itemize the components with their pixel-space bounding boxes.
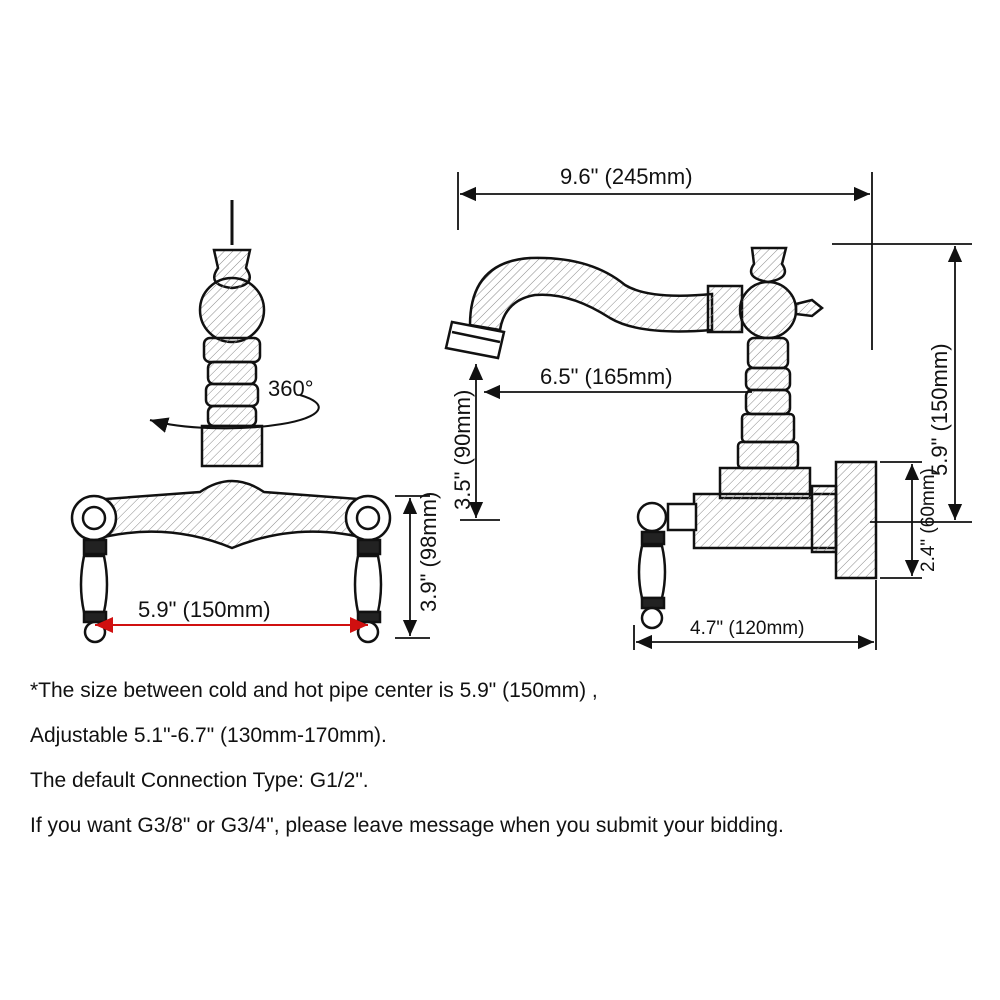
note-center-distance: *The size between cold and hot pipe cent… (30, 679, 598, 702)
handle-height-label: 3.9" (98mm) (416, 492, 441, 612)
note-custom-connection: If you want G3/8" or G3/4", please leave… (30, 814, 784, 837)
inlet-height-dimension (880, 461, 922, 579)
front-view-faucet (70, 200, 392, 644)
inlet-height-label: 2.4" (60mm) (918, 468, 939, 572)
spout-height-dimension (460, 364, 500, 521)
wall-projection-dimension (633, 580, 877, 650)
rotation-label: 360° (268, 376, 314, 401)
total-height-dimension (832, 243, 972, 523)
side-view-faucet (444, 246, 878, 630)
center-distance-dimension: 5.9" (150mm) (95, 597, 368, 633)
note-adjustable-range: Adjustable 5.1"-6.7" (130mm-170mm). (30, 724, 387, 747)
center-distance-label: 5.9" (150mm) (138, 597, 271, 622)
spout-reach-label: 6.5" (165mm) (540, 364, 673, 389)
note-connection-type: The default Connection Type: G1/2". (30, 769, 369, 792)
total-height-label: 5.9" (150mm) (927, 343, 952, 476)
spout-height-label: 3.5" (90mm) (450, 390, 475, 510)
rotation-arrow-icon (149, 394, 320, 433)
notes-block: *The size between cold and hot pipe cent… (30, 668, 980, 848)
faucet-dimension-diagram: 360° 5.9" (150mm) 3.9" (98mm) 9.6" (245m… (70, 164, 972, 650)
handle-height-dimension (395, 495, 430, 639)
total-reach-label: 9.6" (245mm) (560, 164, 693, 189)
wall-projection-label: 4.7" (120mm) (690, 618, 804, 639)
total-reach-dimension (457, 172, 873, 350)
